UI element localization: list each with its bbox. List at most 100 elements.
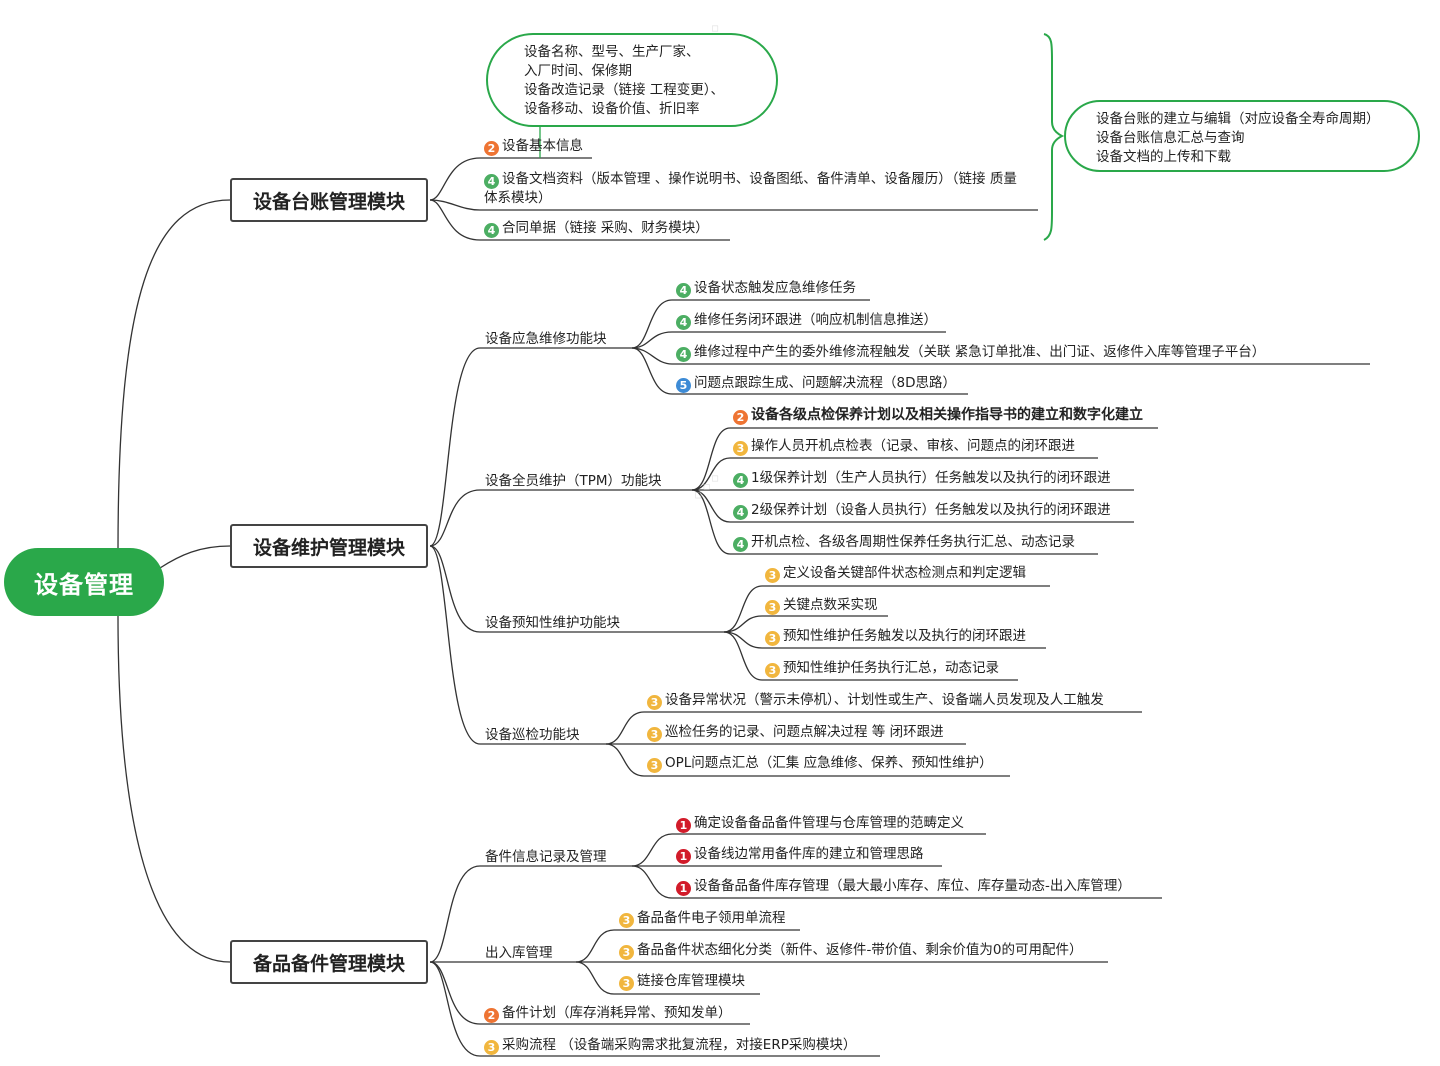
link-root-maintenance (159, 545, 231, 569)
link-ledger-item2 (429, 199, 1038, 211)
maintenance-group-label[interactable]: 设备预知性维护功能块 (485, 615, 620, 631)
node-text: 问题点跟踪生成、问题解决流程（8D思路） (694, 375, 956, 391)
node-text: 备品备件电子领用单流程 (637, 910, 786, 926)
module-spares[interactable]: 备品备件管理模块 (230, 940, 428, 984)
priority-badge: 4 (733, 537, 748, 552)
ledger-basic-info-callout: 设备名称、型号、生产厂家、 入厂时间、保修期 设备改造记录（链接 工程变更）、 … (486, 33, 778, 127)
node-text: 设备状态触发应急维修任务 (694, 280, 856, 296)
priority-badge: 2 (733, 410, 748, 425)
priority-badge: 4 (484, 223, 499, 238)
priority-badge: 2 (484, 1008, 499, 1023)
module-ledger[interactable]: 设备台账管理模块 (230, 178, 428, 222)
priority-badge: 3 (647, 727, 662, 742)
callout-line: 设备名称、型号、生产厂家、 (524, 44, 700, 60)
priority-badge: 3 (765, 568, 780, 583)
maintenance-group-label[interactable]: 设备巡检功能块 (485, 727, 580, 743)
link-root-spares (117, 615, 231, 963)
node-text: 确定设备备品备件管理与仓库管理的范畴定义 (694, 815, 964, 831)
priority-badge: 4 (676, 315, 691, 330)
node-text: 1级保养计划（生产人员执行）任务触发以及执行的闭环跟进 (751, 470, 1111, 486)
priority-badge: 4 (733, 473, 748, 488)
link-maint-g1 (429, 347, 632, 547)
node-text: 操作人员开机点检表（记录、审核、问题点的闭环跟进 (751, 438, 1075, 454)
node-text: 关键点数采实现 (783, 597, 878, 613)
priority-badge: 3 (765, 600, 780, 615)
node-text: 备件计划（库存消耗异常、预知发单） (502, 1005, 732, 1021)
node-text: 2级保养计划（设备人员执行）任务触发以及执行的闭环跟进 (751, 502, 1111, 518)
ledger-bracket (1043, 33, 1065, 241)
node-text: 设备各级点检保养计划以及相关操作指导书的建立和数字化建立 (751, 407, 1143, 423)
priority-badge: 4 (676, 283, 691, 298)
node-text: 巡检任务的记录、问题点解决过程 等 闭环跟进 (665, 724, 944, 740)
node-text: 设备线边常用备件库的建立和管理思路 (694, 846, 924, 862)
priority-badge: 3 (619, 976, 634, 991)
node-text: 预知性维护任务触发以及执行的闭环跟进 (783, 628, 1026, 644)
node-text: 设备异常状况（警示未停机）、计划性或生产、设备端人员发现及人工触发 (665, 692, 1104, 708)
module-maintenance[interactable]: 设备维护管理模块 (230, 524, 428, 568)
spares-group-label[interactable]: 备件信息记录及管理 (485, 849, 607, 865)
link-maint-g4 (429, 545, 606, 745)
priority-badge: 1 (676, 881, 691, 896)
priority-badge: 2 (484, 141, 499, 156)
node-text: 链接仓库管理模块 (637, 973, 745, 989)
priority-badge: 4 (676, 347, 691, 362)
summary-line: 设备台账的建立与编辑（对应设备全寿命周期） (1096, 111, 1380, 127)
callout-line: 入厂时间、保修期 (524, 63, 632, 79)
spares-group-label[interactable]: 出入库管理 (485, 945, 553, 961)
link-maint-g2 (429, 489, 692, 547)
priority-badge: 3 (647, 758, 662, 773)
link-spares-item2 (429, 961, 880, 1057)
link-root-ledger (117, 199, 231, 551)
node-text: 设备基本信息 (502, 138, 583, 154)
node-text: 设备备品备件库存管理（最大最小库存、库位、库存量动态-出入库管理） (694, 878, 1131, 894)
priority-badge: 3 (619, 945, 634, 960)
priority-badge: 3 (619, 913, 634, 928)
priority-badge: 1 (676, 818, 691, 833)
node-text: OPL问题点汇总（汇集 应急维修、保养、预知性维护） (665, 755, 993, 771)
maintenance-group-label[interactable]: 设备全员维护（TPM）功能块 (485, 473, 662, 489)
node-text: 合同单据（链接 采购、财务模块） (502, 220, 709, 236)
node-text: 预知性维护任务执行汇总，动态记录 (783, 660, 999, 676)
link-maint-g3 (429, 545, 724, 633)
node-text: 采购流程 （设备端采购需求批复流程，对接ERP采购模块） (502, 1037, 857, 1053)
link-ledger-item3 (429, 199, 730, 241)
root-node[interactable]: 设备管理 (4, 548, 164, 616)
maintenance-group-label[interactable]: 设备应急维修功能块 (485, 331, 607, 347)
node-text: 维修任务闭环跟进（响应机制信息推送） (694, 312, 937, 328)
priority-badge: 3 (733, 441, 748, 456)
callout-line: 设备改造记录（链接 工程变更）、 (524, 82, 725, 98)
node-text: 定义设备关键部件状态检测点和判定逻辑 (783, 565, 1026, 581)
node-text: 维修过程中产生的委外维修流程触发（关联 紧急订单批准、出门证、返修件入库等管理子… (694, 344, 1266, 360)
callout-line: 设备移动、设备价值、折旧率 (524, 101, 700, 117)
priority-badge: 3 (765, 631, 780, 646)
priority-badge: 1 (676, 849, 691, 864)
